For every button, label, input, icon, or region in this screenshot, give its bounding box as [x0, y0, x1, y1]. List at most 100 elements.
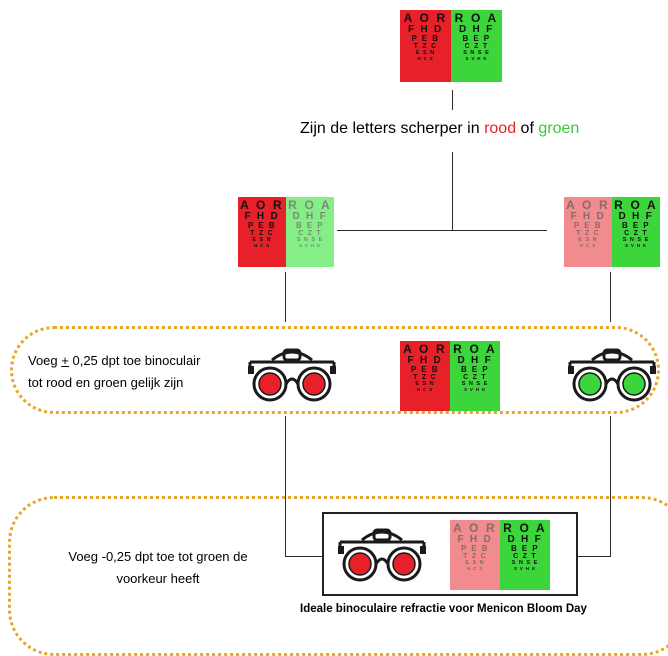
chart-letter-row: E S N	[252, 236, 272, 243]
chart-letter-row: R O A	[453, 342, 497, 356]
chart-letter-row: T Z C	[576, 230, 600, 238]
chart-letter-row: S N S E	[511, 559, 539, 566]
question-prefix: Zijn de letters scherper in	[300, 120, 485, 137]
step1-instruction: Voeg + 0,25 dpt toe binoculair tot rood …	[28, 350, 248, 394]
chart-letter-row: C Z T	[624, 230, 648, 238]
chart-letter-row: T Z C	[250, 230, 274, 238]
chart-letter-row: S N S E	[622, 236, 650, 243]
chart-letter-row: D H F	[292, 210, 328, 222]
chart-letter-row: S V H K	[464, 386, 486, 392]
connector-line	[610, 272, 611, 322]
chart-letter-row: P E B	[574, 221, 602, 231]
step2-line2: voorkeur heeft	[116, 571, 200, 586]
chart-letter-row: A O R	[453, 521, 497, 535]
step1-line2: tot rood en groen gelijk zijn	[28, 375, 184, 390]
chart-letter-row: P E B	[461, 544, 489, 554]
result-caption: Ideale binoculaire refractie voor Menico…	[300, 603, 587, 615]
chart-letter-row: A O R	[566, 198, 610, 212]
chart-letter-row: F H D	[570, 210, 606, 222]
chart-letter-row: C Z T	[464, 43, 489, 51]
chart-letter-row: F H D	[407, 23, 444, 35]
chart-letter-row: D H F	[457, 354, 493, 366]
connector-line	[285, 556, 323, 557]
chart-letter-row: B E P	[460, 365, 490, 375]
chart-letter-row: P E B	[411, 34, 440, 44]
chart-letter-row: A O R	[240, 198, 284, 212]
chart-letter-row: R O A	[454, 11, 499, 25]
chart-letter-row: E S N	[465, 559, 485, 566]
result-frame	[322, 512, 578, 596]
chart-letter-row: D H F	[507, 533, 543, 545]
step2-line1: Voeg -0,25 dpt toe tot groen de	[68, 549, 248, 564]
step1-box	[10, 326, 660, 414]
chart-letter-row: S V H K	[299, 242, 321, 248]
trial-frame-red-lenses-icon	[248, 348, 336, 402]
question-green-word: groen	[538, 120, 580, 137]
chart-letter-row: P E B	[411, 365, 439, 375]
chart-letter-row: P E B	[248, 221, 276, 231]
chart-letter-row: C Z T	[513, 553, 537, 561]
chart-letter-row: S V H K	[465, 55, 488, 61]
connector-line	[285, 416, 286, 556]
chart-letter-row: S N S E	[461, 380, 489, 387]
step1-line1: Voeg + 0,25 dpt toe binoculair	[28, 353, 201, 368]
question-red-word: rood	[484, 120, 517, 137]
chart-letter-row: F H D	[457, 533, 493, 545]
chart-letter-row: R O A	[503, 521, 547, 535]
chart-letter-row: T Z C	[413, 374, 437, 382]
chart-letter-row: F H D	[407, 354, 443, 366]
trial-frame-red-lenses-icon	[338, 528, 426, 582]
chart-letter-row: T Z C	[463, 553, 487, 561]
chart-letter-row: B E P	[621, 221, 651, 231]
chart-letter-row: B E P	[510, 544, 540, 554]
connector-line	[452, 152, 453, 230]
chart-letter-row: S V H K	[625, 242, 647, 248]
connector-line	[452, 90, 453, 110]
chart-letter-row: S N S E	[463, 49, 490, 56]
chart-letter-row: E S N	[415, 49, 436, 56]
chart-letter-row: E S N	[578, 236, 598, 243]
connector-line	[337, 230, 547, 231]
chart-letter-row: A O R	[403, 342, 447, 356]
chart-letter-row: C Z T	[298, 230, 322, 238]
trial-frame-green-lenses-icon	[568, 348, 656, 402]
chart-letter-row: C Z T	[463, 374, 487, 382]
chart-letter-row: H C S	[417, 55, 434, 61]
connector-line	[578, 556, 611, 557]
chart-letter-row: H C S	[253, 242, 271, 248]
chart-letter-row: T Z C	[413, 43, 438, 51]
chart-letter-row: R O A	[288, 198, 332, 212]
chart-letter-row: R O A	[614, 198, 658, 212]
chart-letter-row: E S N	[415, 380, 435, 387]
step2-instruction: Voeg -0,25 dpt toe tot groen de voorkeur…	[38, 546, 278, 590]
connector-line	[285, 272, 286, 322]
chart-letter-row: S V H K	[514, 565, 536, 571]
chart-letter-row: D H F	[618, 210, 654, 222]
chart-letter-row: B E P	[462, 34, 491, 44]
chart-letter-row: D H F	[458, 23, 495, 35]
chart-letter-row: B E P	[295, 221, 325, 231]
chart-letter-row: H C S	[466, 565, 484, 571]
chart-letter-row: A O R	[403, 11, 448, 25]
plus-minus-sign: +	[61, 353, 69, 368]
chart-letter-row: F H D	[244, 210, 280, 222]
connector-line	[610, 416, 611, 556]
question-middle: of	[516, 120, 539, 137]
chart-letter-row: H C S	[579, 242, 597, 248]
chart-letter-row: H C S	[416, 386, 434, 392]
question-text: Zijn de letters scherper in rood of groe…	[300, 120, 579, 138]
